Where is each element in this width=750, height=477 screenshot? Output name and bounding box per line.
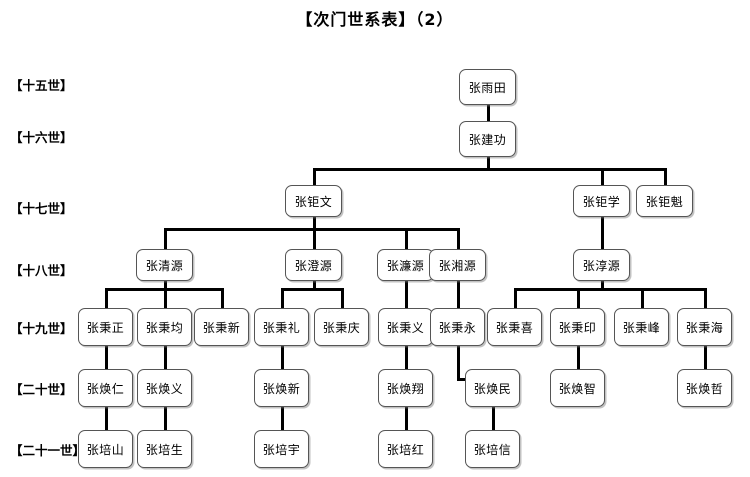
person-node-zhang-chengyuan[interactable]: 张澄源 (285, 249, 342, 281)
generation-label-17: 【十七世】 (10, 201, 73, 216)
person-node-zhang-bingli[interactable]: 张秉礼 (254, 308, 309, 346)
connector-bus-gen19-c (514, 288, 707, 291)
connector-n19_9-n20_6 (577, 345, 580, 369)
connector-n18_4-n19_7 (457, 280, 460, 308)
connector-n18_3-n19_6 (405, 280, 408, 308)
connector-n19_1-n20_1 (105, 345, 108, 369)
person-node-zhang-bingyi[interactable]: 张秉义 (378, 308, 433, 346)
connector-n20_3-n21_3 (281, 406, 284, 430)
connector-n18_1-bus (164, 280, 167, 290)
connector-n20_2-n21_2 (164, 406, 167, 430)
person-node-zhang-lianyuan[interactable]: 张濂源 (377, 249, 434, 281)
person-node-zhang-qingyuan[interactable]: 张清源 (136, 249, 193, 281)
person-node-zhang-jiangong[interactable]: 张建功 (459, 121, 516, 157)
connector-bus-n19_1 (105, 288, 108, 308)
connector-n19_6-n20_4 (405, 345, 408, 369)
person-node-zhang-bingjun[interactable]: 张秉均 (137, 308, 192, 346)
person-node-zhang-huanmin[interactable]: 张焕民 (465, 369, 520, 407)
connector-bus-n17_2 (601, 168, 604, 186)
person-node-zhang-binghai[interactable]: 张秉海 (677, 308, 732, 346)
connector-n20_1-n21_1 (105, 406, 108, 430)
connector-bus-n19_5 (341, 288, 344, 308)
generation-label-15: 【十五世】 (10, 78, 73, 93)
connector-bus-n18_2 (313, 228, 316, 250)
person-node-zhang-huanxin[interactable]: 张焕新 (254, 369, 309, 407)
connector-bus-n19_11 (704, 288, 707, 308)
connector-bus-n19_4 (281, 288, 284, 308)
person-node-zhang-xiangyuan[interactable]: 张湘源 (429, 249, 486, 281)
connector-bus-n19_10 (641, 288, 644, 308)
person-node-zhang-jukui[interactable]: 张钜魁 (636, 185, 693, 217)
page-title: 【次门世系表】（2） (296, 10, 454, 29)
person-node-zhang-huanxiang[interactable]: 张焕翔 (378, 369, 433, 407)
connector-bus-n19_9 (577, 288, 580, 308)
person-node-zhang-yutian[interactable]: 张雨田 (459, 69, 516, 105)
connector-n20_4-n21_4 (405, 406, 408, 430)
connector-bus-n17_3 (664, 168, 667, 186)
generation-label-19: 【十九世】 (10, 321, 73, 336)
person-node-zhang-juwen[interactable]: 张钜文 (285, 185, 342, 217)
connector-n18_5-bus (601, 280, 604, 290)
connector-bus-n19_8 (514, 288, 517, 308)
person-node-zhang-peixin[interactable]: 张培信 (465, 430, 520, 468)
connector-bus-n19_3 (221, 288, 224, 308)
connector-n19_2-n20_2 (164, 345, 167, 369)
connector-bus-n18_4 (457, 228, 460, 250)
generation-label-20: 【二十世】 (10, 382, 73, 397)
person-node-zhang-huanyi[interactable]: 张焕义 (137, 369, 192, 407)
connector-n15_1-n16_1 (487, 104, 490, 126)
person-node-zhang-bingqing[interactable]: 张秉庆 (314, 308, 369, 346)
connector-n17_2-n18_5 (601, 216, 604, 250)
person-node-zhang-bingzheng[interactable]: 张秉正 (78, 308, 133, 346)
person-node-zhang-peisheng[interactable]: 张培生 (137, 430, 192, 468)
person-node-zhang-juxue[interactable]: 张钜学 (573, 185, 630, 217)
person-node-zhang-bingfeng[interactable]: 张秉峰 (614, 308, 669, 346)
connector-bus-n17_1 (313, 168, 316, 186)
person-node-zhang-bingyin[interactable]: 张秉印 (550, 308, 605, 346)
person-node-zhang-peihong[interactable]: 张培红 (378, 430, 433, 468)
connector-bus-n18_1 (164, 228, 167, 250)
person-node-zhang-peiyu[interactable]: 张培宇 (254, 430, 309, 468)
connector-n20_5-n21_5 (492, 406, 495, 430)
connector-n16_1-bus (487, 156, 490, 170)
connector-n19_4-n20_3 (281, 345, 284, 369)
person-node-zhang-bingxin[interactable]: 张秉新 (194, 308, 249, 346)
connector-bus-gen17 (313, 168, 667, 171)
generation-label-16: 【十六世】 (10, 130, 73, 145)
person-node-zhang-huanren[interactable]: 张焕仁 (78, 369, 133, 407)
connector-bus-gen18-left (164, 228, 457, 231)
person-node-zhang-huanzhe[interactable]: 张焕哲 (677, 369, 732, 407)
connector-n19_7-elbow-vertical (457, 345, 460, 378)
generation-label-21: 【二十一世】 (10, 443, 86, 458)
connector-n19_11-n20_7 (704, 345, 707, 369)
person-node-zhang-huanzhi[interactable]: 张焕智 (550, 369, 605, 407)
connector-n18_2-bus (313, 280, 316, 290)
connector-bus-n19_2 (164, 288, 167, 308)
generation-label-18: 【十八世】 (10, 263, 73, 278)
connector-bus-n18_3 (405, 228, 408, 250)
person-node-zhang-chunyuan[interactable]: 张淳源 (573, 249, 630, 281)
connector-bus-gen19-b (281, 288, 344, 291)
connector-n17_1-bus (313, 216, 316, 230)
person-node-zhang-bingyong[interactable]: 张秉永 (430, 308, 485, 346)
person-node-zhang-peishan[interactable]: 张培山 (78, 430, 133, 468)
person-node-zhang-bingxi[interactable]: 张秉喜 (487, 308, 542, 346)
